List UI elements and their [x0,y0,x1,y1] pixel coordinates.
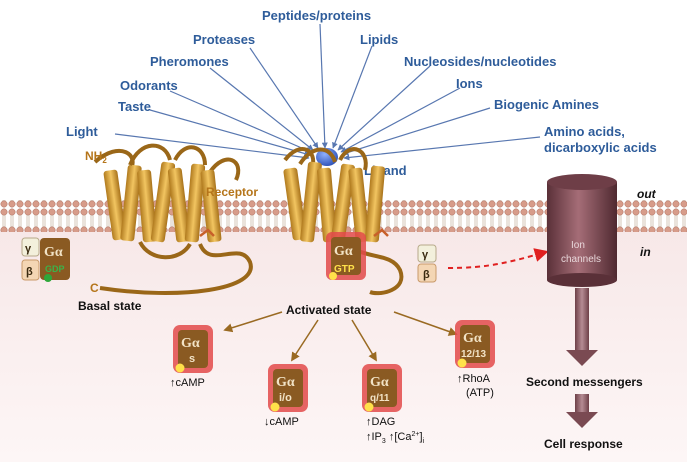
gamma-subunit [21,237,40,257]
g-alpha-io: Gα i/o [268,364,308,412]
effect-label: ↑RhoA [457,373,491,385]
receptor-basal [93,143,253,295]
nh2-label: NH2 [85,149,107,165]
beta-label: β [423,269,430,281]
effect-label-extra: (ATP) [466,387,494,399]
alpha-subtype: 12/13 [461,349,486,360]
alpha-subunit [40,238,70,280]
ligand-label: Peptides/proteins [262,8,371,23]
alpha-subtype: i/o [279,392,292,404]
beta-subunit [21,259,40,281]
ion-channel: Ion channels [547,174,617,287]
effect-label: ↓cAMP [264,416,299,428]
g-beta-gamma-free: γ β [417,244,437,283]
alpha-label: Gα [334,244,353,259]
ligand-molecule [316,148,338,166]
activated-state-label: Activated state [286,303,372,317]
receptor-label: Receptor [206,185,258,199]
ligand-label: Ions [456,76,483,91]
effect-label-ip3-ca: ↑IP3 ↑[Ca2+]i [366,431,425,445]
alpha-label: Gα [276,375,295,390]
basal-state-label: Basal state [78,299,142,313]
alpha-subtype: q/11 [370,393,390,404]
beta-gamma-to-channel-arrow [447,248,549,269]
alpha-label: Gα [181,336,200,351]
effect-label: ↑cAMP [170,377,205,389]
ion-channel-label: Ion [571,240,585,251]
receptor-activated [283,147,404,296]
ligand-labels: Peptides/proteins Proteases Lipids Phero… [66,8,657,178]
cell-response-label: Cell response [544,437,623,451]
ligand-label: Lipids [360,32,398,47]
g-alpha-12-13: Gα 12/13 [455,320,495,368]
ligand-label: Odorants [120,78,178,93]
activated-arrows [223,311,458,362]
ligand-label: Biogenic Amines [494,97,599,112]
c-terminus-label: C [90,281,99,295]
effect-label: ↑DAG [366,416,395,428]
alpha-subtype: s [189,353,195,365]
second-messengers-label: Second messengers [526,375,643,389]
ligand-label: Amino acids, [544,124,625,139]
g-alpha-activated: Gα GTP [326,232,366,280]
gamma-label: γ [25,243,32,255]
g-alpha-q11: Gα q/11 [362,364,402,412]
ion-channel-label: channels [561,254,601,265]
ligand-label: Taste [118,99,151,114]
ligand-label: Nucleosides/nucleotides [404,54,556,69]
alpha-label: Gα [463,331,482,346]
membrane-in-label: in [640,245,651,259]
alpha-label: Gα [370,375,389,390]
alpha-label: Gα [44,245,63,260]
gdp-label: GDP [45,264,65,274]
ligand-label: Pheromones [150,54,229,69]
membrane-out-label: out [637,187,657,201]
ligand-label-main: Ligand [364,163,407,178]
g-alpha-s: Gα s [173,325,213,373]
gtp-label: GTP [334,264,355,275]
beta-label: β [26,266,33,278]
gdp-dot [44,274,52,282]
signal-arrows [566,288,598,428]
ligand-label: dicarboxylic acids [544,140,657,155]
gamma-label: γ [422,249,429,261]
ligand-label: Light [66,124,98,139]
g-protein-basal: γ β Gα GDP [21,237,70,282]
ligand-label: Proteases [193,32,255,47]
ligand-arrows [114,23,541,161]
